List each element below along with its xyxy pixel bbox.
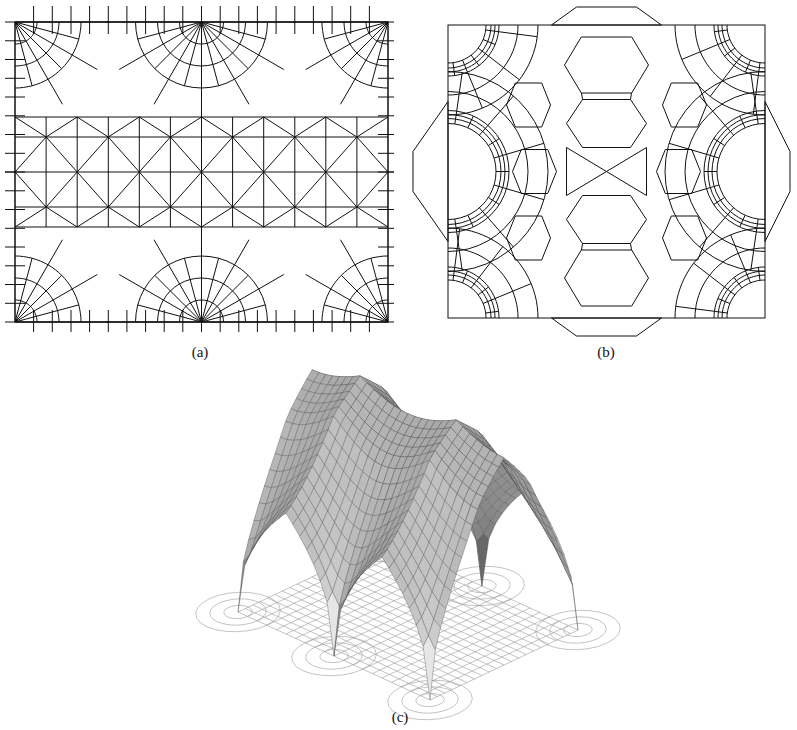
panel-label: (a) bbox=[192, 343, 209, 361]
force-diagram bbox=[413, 7, 790, 336]
panel-label: (c) bbox=[392, 708, 409, 726]
vault-render bbox=[196, 370, 621, 720]
panel-label: (b) bbox=[597, 343, 615, 361]
form-diagram bbox=[5, 6, 394, 332]
